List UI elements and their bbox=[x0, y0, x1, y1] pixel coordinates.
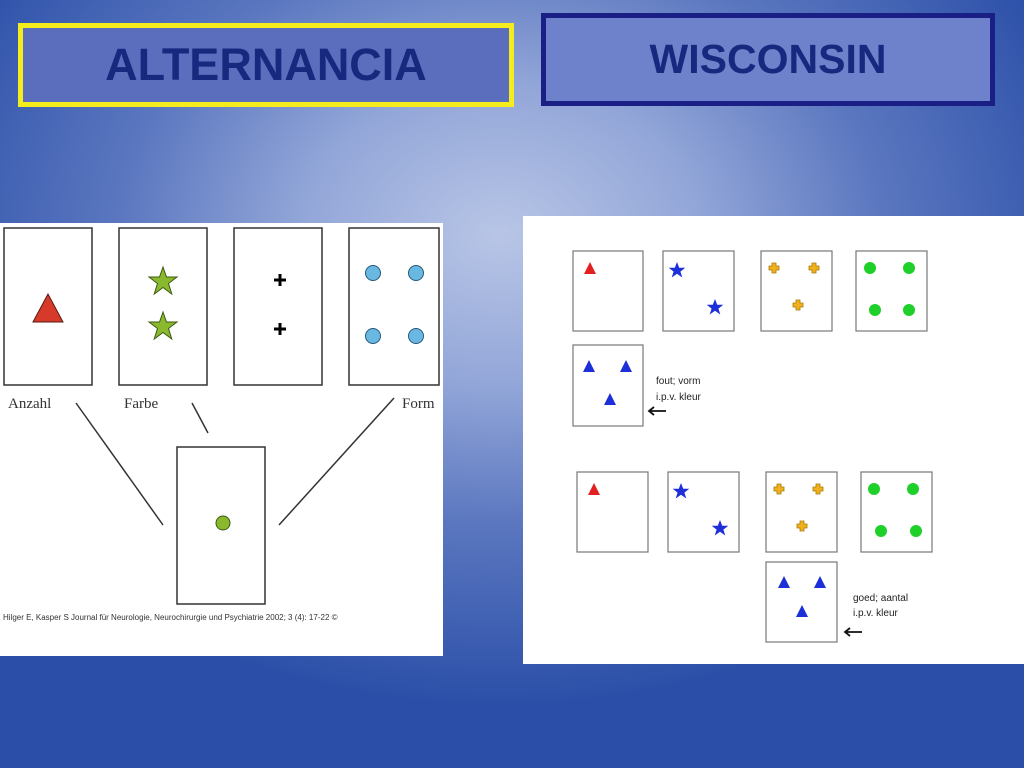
star-shape bbox=[672, 483, 690, 499]
cross-shape bbox=[773, 483, 785, 495]
triangle-shape bbox=[796, 605, 808, 617]
circle-shape bbox=[907, 483, 919, 495]
triangle-shape bbox=[584, 262, 596, 274]
star-shape bbox=[147, 265, 179, 296]
triangle-shape bbox=[583, 360, 595, 372]
triangle-shape bbox=[32, 292, 64, 323]
label-form: Form bbox=[402, 396, 435, 412]
card-anzahl bbox=[3, 227, 93, 386]
response-card-1 bbox=[572, 344, 644, 427]
triangle-shape bbox=[814, 576, 826, 588]
circle-shape bbox=[408, 328, 424, 344]
annotation-1-line-1: fout; vorm bbox=[656, 376, 700, 387]
alternancia-diagram: Anzahl Farbe Form Hilger E, Kasper S Jou… bbox=[3, 227, 440, 622]
cross-shape bbox=[808, 262, 820, 274]
wisconsin-diagram: fout; vorm i.p.v. kleur bbox=[572, 250, 933, 643]
alternancia-figure: Anzahl Farbe Form Hilger E, Kasper S Jou… bbox=[0, 223, 443, 656]
wisconsin-figure: fout; vorm i.p.v. kleur bbox=[523, 216, 1024, 664]
triangle-shape bbox=[604, 393, 616, 405]
star-shape bbox=[147, 310, 179, 341]
key-card-3 bbox=[760, 250, 833, 332]
circle-shape bbox=[215, 515, 231, 531]
triangle-shape bbox=[778, 576, 790, 588]
response-card-2 bbox=[765, 561, 838, 643]
circle-shape bbox=[869, 304, 881, 316]
citation: Hilger E, Kasper S Journal für Neurologi… bbox=[3, 613, 338, 622]
title-wisconsin: WISCONSIN bbox=[541, 13, 995, 106]
annotation-2-line-2: i.p.v. kleur bbox=[853, 608, 898, 619]
arrow-left-icon bbox=[647, 406, 666, 416]
circle-shape bbox=[864, 262, 876, 274]
connector-line bbox=[278, 397, 395, 526]
annotation-1-line-2: i.p.v. kleur bbox=[656, 392, 701, 403]
key-card-7 bbox=[765, 471, 838, 553]
circle-shape bbox=[868, 483, 880, 495]
cross-shape bbox=[792, 299, 804, 311]
circle-shape bbox=[875, 525, 887, 537]
title-alternancia: ALTERNANCIA bbox=[18, 23, 514, 107]
key-card-6 bbox=[667, 471, 740, 553]
annotation-2-line-1: goed; aantal bbox=[853, 593, 908, 604]
connector-line bbox=[75, 402, 164, 526]
circle-shape bbox=[903, 262, 915, 274]
circle-shape bbox=[365, 328, 381, 344]
star-shape bbox=[706, 299, 724, 315]
connector-line bbox=[191, 402, 209, 434]
cross-shape bbox=[796, 520, 808, 532]
card-form bbox=[348, 227, 440, 386]
key-card-2 bbox=[662, 250, 735, 332]
key-card-5 bbox=[576, 471, 649, 553]
circle-shape bbox=[903, 304, 915, 316]
circle-shape bbox=[365, 265, 381, 281]
triangle-shape bbox=[620, 360, 632, 372]
cross-shape bbox=[812, 483, 824, 495]
label-anzahl: Anzahl bbox=[8, 396, 51, 412]
card-farbe bbox=[118, 227, 208, 386]
key-card-4 bbox=[855, 250, 928, 332]
circle-shape bbox=[910, 525, 922, 537]
card-cross bbox=[233, 227, 323, 386]
cross-shape bbox=[274, 274, 286, 286]
star-shape bbox=[711, 520, 729, 536]
circle-shape bbox=[408, 265, 424, 281]
label-farbe: Farbe bbox=[124, 396, 158, 412]
key-card-8 bbox=[860, 471, 933, 553]
star-shape bbox=[668, 262, 686, 278]
triangle-shape bbox=[588, 483, 600, 495]
arrow-left-icon bbox=[843, 627, 862, 637]
cross-shape bbox=[274, 323, 286, 335]
response-card bbox=[176, 446, 266, 605]
cross-shape bbox=[768, 262, 780, 274]
key-card-1 bbox=[572, 250, 644, 332]
